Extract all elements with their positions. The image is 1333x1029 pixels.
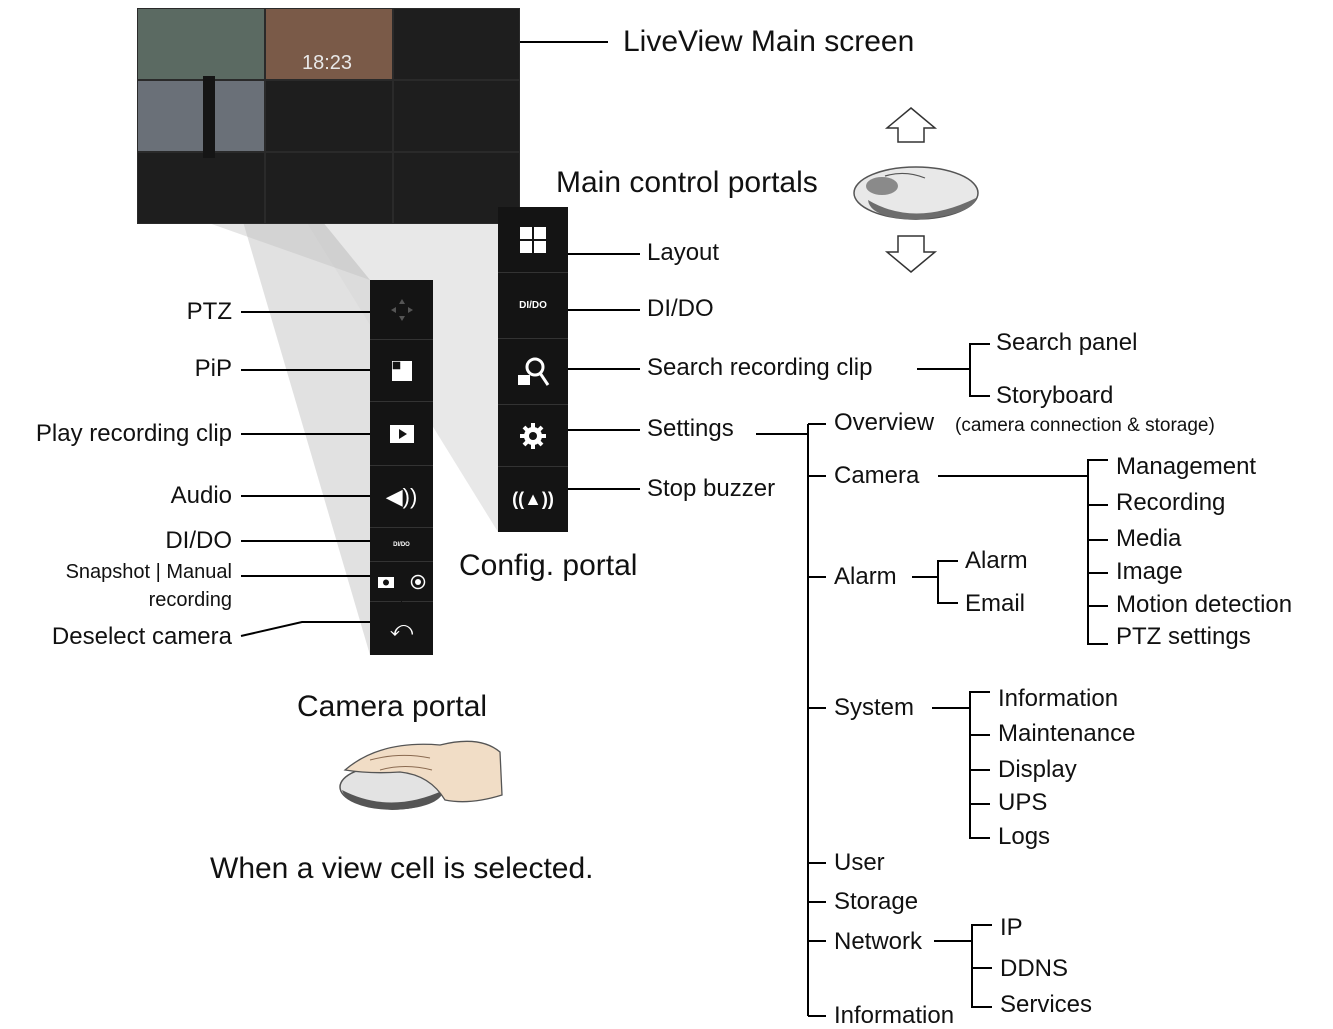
snapshot-button[interactable] [370,562,401,602]
system-label: System [834,694,915,721]
dido-icon: DI/DO [519,300,547,311]
dido-button[interactable]: DI/DO [498,273,568,339]
view-cell[interactable] [265,152,393,224]
image-label: Image [1116,558,1183,585]
config-portal-bar: DI/DO ((▲)) [498,207,568,532]
system-information-label: Information [998,685,1119,712]
camera-icon [377,577,394,588]
gear-icon [520,422,546,449]
play-clip-label: Play recording clip [35,420,232,447]
liveview-main-screen: 18:23 [137,8,520,224]
management-label: Management [1116,453,1257,480]
settings-button[interactable] [498,405,568,467]
ddns-label: DDNS [1000,955,1069,982]
view-cell[interactable]: 18:23 [265,8,393,80]
view-cell[interactable] [393,80,520,152]
audio-label: Audio [170,482,232,509]
search-clip-label: Search recording clip [647,354,873,381]
grid-icon [520,226,546,253]
search-panel-label: Search panel [996,329,1138,356]
stop-buzzer-button[interactable]: ((▲)) [498,467,568,532]
view-cell-selected[interactable] [137,80,265,152]
overview-note: (camera connection & storage) [955,415,1215,436]
dido-small-icon: DI/DO [393,541,410,548]
manual-recording-button[interactable] [402,562,433,602]
ptz-icon [390,298,413,321]
motion-detection-label: Motion detection [1116,591,1293,618]
search-clip-icon [518,357,550,386]
storyboard-label: Storyboard [996,382,1114,409]
recording-label: Recording [1116,489,1226,516]
network-label: Network [834,928,923,955]
deselect-label: Deselect camera [51,623,232,650]
deselect-camera-button[interactable]: ⤺ [370,602,433,655]
search-clip-button[interactable] [498,339,568,405]
mini-camera-portal [203,76,215,158]
hand-mouse-icon [339,740,503,810]
audio-button[interactable]: ◀)) [370,466,433,528]
overview-label: Overview [834,409,935,436]
ptz-button[interactable] [370,280,433,340]
camera-label: Camera [834,462,920,489]
main-control-label: Main control portals [556,166,818,199]
play-clip-button[interactable] [370,402,433,466]
speaker-icon: ◀)) [385,483,418,509]
search-bracket [969,343,990,397]
clock-readout: 18:23 [302,52,353,74]
ups-label: UPS [998,789,1048,816]
maintenance-label: Maintenance [998,720,1136,747]
ip-label: IP [1000,914,1023,941]
pip-button[interactable] [370,340,433,402]
view-cell[interactable] [393,8,520,80]
ptz-label: PTZ [186,298,232,325]
stop-buzzer-label: Stop buzzer [647,475,776,502]
media-label: Media [1116,525,1182,552]
view-cell[interactable] [137,152,265,224]
layout-label: Layout [647,239,720,266]
page-title: LiveView Main screen [623,25,915,58]
alarm-sub-label: Alarm [965,547,1028,574]
snapshot-label: Snapshot | Manual [65,561,232,583]
buzzer-icon: ((▲)) [512,489,554,509]
camera-portal-bar: ◀)) DI/DO ⤺ [370,280,433,655]
down-arrow [884,235,938,273]
pip-icon [391,360,412,381]
user-label: User [834,849,885,876]
pip-label: PiP [194,355,232,382]
information-label: Information [834,1002,955,1029]
view-cell[interactable] [137,8,265,80]
ptz-settings-label: PTZ settings [1116,623,1251,650]
play-clip-icon [389,424,414,443]
config-portal-label: Config. portal [459,549,638,582]
dido-label: DI/DO [647,295,714,322]
storage-label: Storage [834,888,919,915]
up-arrow [884,107,938,143]
dido-small-button[interactable]: DI/DO [370,528,433,562]
email-label: Email [965,590,1026,617]
deselect-connector [240,621,370,637]
mouse-icon [853,166,979,220]
undo-icon: ⤺ [389,615,414,641]
dido-small-label: DI/DO [165,527,232,554]
display-label: Display [998,756,1077,783]
camera-portal-label: Camera portal [297,690,488,723]
alarm-label: Alarm [834,563,897,590]
snapshot-label-line2: recording [148,589,232,611]
settings-label: Settings [647,415,734,442]
layout-button[interactable] [498,207,568,273]
services-label: Services [1000,991,1093,1018]
logs-label: Logs [998,823,1051,850]
camera-portal-caption: When a view cell is selected. [210,852,594,885]
view-cell[interactable] [265,80,393,152]
record-icon [410,574,425,589]
